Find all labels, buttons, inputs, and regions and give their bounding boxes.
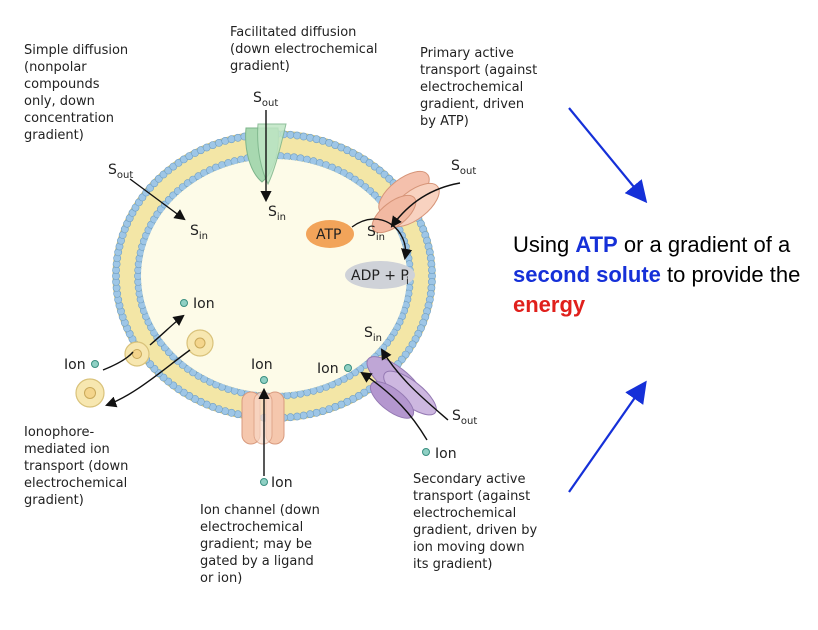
lipid-head xyxy=(351,175,359,184)
secondary-solute-arrow xyxy=(380,348,449,421)
ion-label-ionophore-inside: Ion xyxy=(193,296,215,312)
atp-label: ATP xyxy=(316,227,341,243)
facilitated-s-in: Sin xyxy=(268,204,286,223)
lipid-head xyxy=(290,153,298,162)
ionophore-inside xyxy=(186,329,214,357)
simple-s-out: Sout xyxy=(108,162,133,181)
blue-pointer-arrows xyxy=(568,107,648,493)
ionophore-in-membrane xyxy=(124,341,150,367)
lipid-head xyxy=(293,412,301,421)
solute-labels: Sout Sin Sout Sin Sout Sin Sin Sout xyxy=(108,90,477,427)
secondary-active-cotransporter xyxy=(366,356,437,419)
blue-arrow-upper xyxy=(568,107,648,204)
ion-label-ionophore-outside: Ion xyxy=(64,357,86,373)
ion-labels: Ion Ion Ion Ion Ion Ion xyxy=(64,296,457,491)
lipid-head xyxy=(299,411,308,420)
primary-s-in: Sin xyxy=(367,224,385,243)
lipid-head xyxy=(286,130,295,139)
lipid-head xyxy=(183,179,192,188)
lipid-head xyxy=(306,133,314,142)
lipid-head xyxy=(290,390,298,399)
lipid-head xyxy=(283,152,292,161)
pi-subscript: i xyxy=(406,276,409,287)
blue-arrow-lower xyxy=(568,380,647,493)
lipid-head xyxy=(283,391,292,400)
ion-label-channel-outside: Ion xyxy=(271,475,293,491)
lipid-head xyxy=(299,132,308,141)
ion-label-secondary-inside: Ion xyxy=(317,361,339,377)
lipid-head xyxy=(293,131,301,140)
ion-label-secondary-outside: Ion xyxy=(435,446,457,462)
secondary-s-in: Sin xyxy=(364,325,382,344)
energy-explanation: Using ATP or a gradient of a second solu… xyxy=(513,232,801,317)
simple-diffusion-arrow xyxy=(129,178,186,221)
atp-emphasis: ATP xyxy=(575,232,618,257)
caption-facilitated: Facilitated diffusion(down electrochemic… xyxy=(230,25,378,74)
lipid-head xyxy=(306,410,314,419)
ionophore-outside xyxy=(75,378,105,408)
atp-hydrolysis-arrow xyxy=(351,218,413,261)
lipid-head xyxy=(189,368,197,377)
lipid-head xyxy=(427,266,436,274)
energy-emphasis: energy xyxy=(513,292,586,317)
primary-s-out: Sout xyxy=(451,158,476,177)
ionophore-arrow-in xyxy=(102,316,183,371)
ion-channel-protein xyxy=(241,391,285,445)
facilitated-s-out: Sout xyxy=(253,90,278,109)
ion-dots xyxy=(91,299,430,486)
lipid-head xyxy=(233,410,242,419)
transport-arrows xyxy=(102,110,461,476)
adp-pi-molecule: ADP + P i xyxy=(345,261,415,289)
secondary-s-out: Sout xyxy=(452,408,477,427)
ionophore-arrow-back xyxy=(105,349,191,408)
lipid-head xyxy=(286,413,295,422)
secondary-ion-arrow xyxy=(360,371,428,441)
adp-label: ADP + P xyxy=(351,268,409,284)
lipid-head xyxy=(312,408,321,417)
second-solute-emphasis: second solute xyxy=(513,262,661,287)
primary-arrow xyxy=(390,182,461,228)
lipid-head xyxy=(296,154,305,163)
atp-molecule: ATP xyxy=(306,220,354,248)
ion-label-channel-inside: Ion xyxy=(251,357,273,373)
lipid-head xyxy=(296,389,305,398)
facilitated-transporter xyxy=(245,123,287,186)
simple-s-in: Sin xyxy=(190,223,208,242)
lipid-head xyxy=(227,135,236,144)
lipid-head xyxy=(233,133,242,142)
